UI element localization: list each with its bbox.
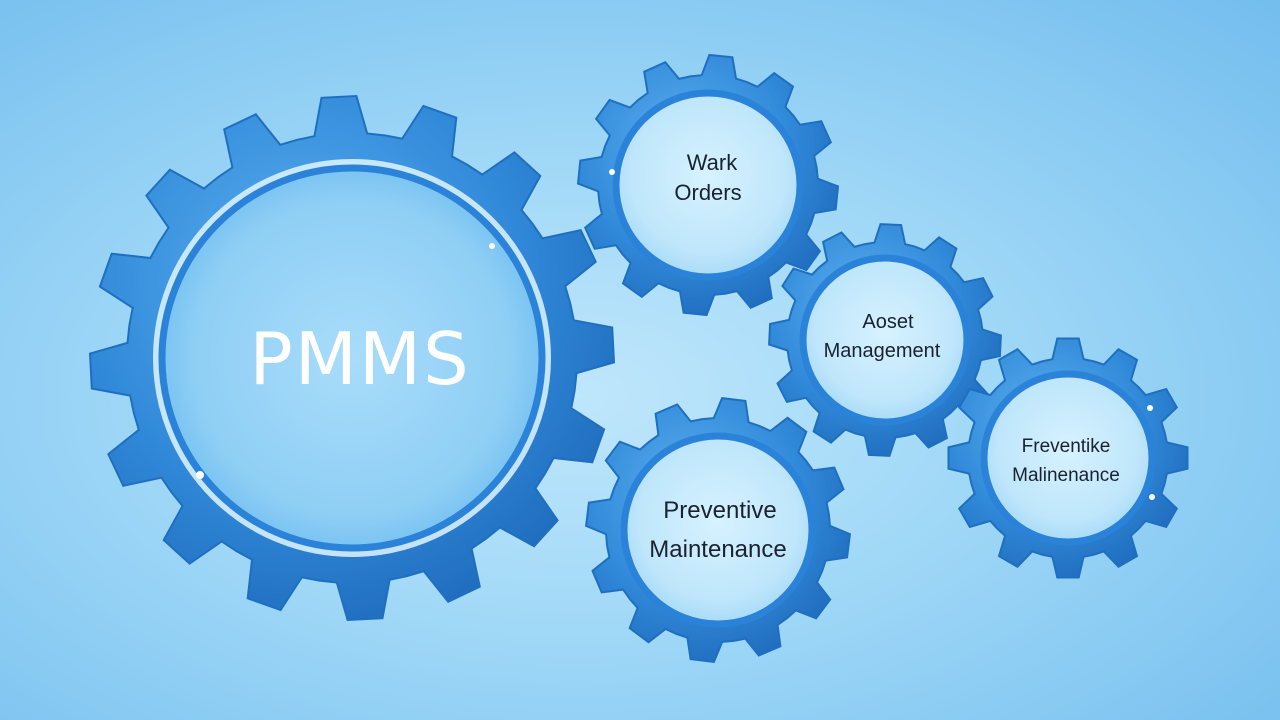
gear-preventive-maintenance-right-label-line2: Malinenance bbox=[1012, 465, 1120, 486]
gear-pmms-glow-ring bbox=[153, 159, 551, 557]
gear-work-orders: Wark Orders bbox=[576, 53, 840, 317]
gear-work-orders-label-line2: Orders bbox=[674, 180, 741, 205]
gear-preventive-maintenance-right-face bbox=[984, 374, 1152, 542]
sparkle-icon bbox=[196, 471, 204, 479]
gear-asset-management-ring bbox=[799, 254, 971, 426]
gear-pmms-face bbox=[162, 168, 542, 548]
gear-preventive-maintenance-right-ring bbox=[980, 370, 1156, 546]
gear-preventive-maintenance-right-label-line1: Freventike bbox=[1022, 436, 1111, 457]
sparkle-icon bbox=[1149, 494, 1155, 500]
gear-asset-management-label-line2: Management bbox=[824, 340, 941, 362]
gear-preventive-maintenance-bottom-label-line2: Maintenance bbox=[649, 536, 786, 563]
gear-work-orders-face bbox=[616, 93, 800, 277]
gear-pmms-label: PMMS bbox=[249, 317, 470, 401]
gear-asset-management-face bbox=[803, 258, 967, 422]
gear-pmms-ring bbox=[158, 164, 546, 552]
sparkle-icon bbox=[1147, 405, 1153, 411]
sparkle-icon bbox=[609, 169, 615, 175]
gear-asset-management: Aoset Management bbox=[768, 223, 1002, 457]
gear-work-orders-label-line1: Wark bbox=[687, 150, 739, 175]
gear-asset-management-label-line1: Aoset bbox=[862, 311, 914, 333]
gear-work-orders-ring bbox=[612, 89, 804, 281]
gear-preventive-maintenance-bottom-label-line1: Preventive bbox=[663, 497, 776, 524]
gear-pmms: PMMS bbox=[88, 94, 616, 622]
gear-preventive-maintenance-bottom-face bbox=[624, 436, 812, 624]
gear-preventive-maintenance-right: Freventike Malinenance bbox=[947, 337, 1189, 579]
gear-preventive-maintenance-bottom: Preventive Maintenance bbox=[585, 397, 851, 663]
gear-preventive-maintenance-bottom-ring bbox=[620, 432, 816, 628]
sparkle-icon bbox=[489, 243, 495, 249]
